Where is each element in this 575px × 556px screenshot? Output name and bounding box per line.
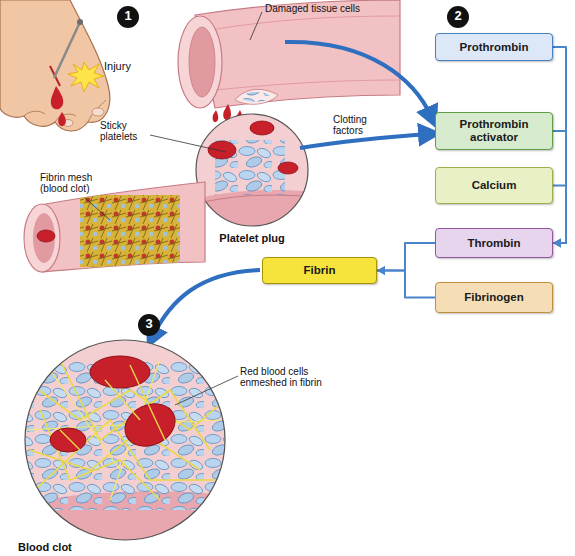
box-label: Prothrombin bbox=[460, 41, 529, 54]
process-box: Prothrombin bbox=[435, 33, 553, 61]
process-arrows-part bbox=[285, 42, 432, 118]
fibrin-mesh-vessel-part bbox=[40, 182, 205, 272]
callout-circles bbox=[117, 6, 469, 336]
platelet-plug-zoom-part bbox=[150, 135, 226, 152]
arrow-head bbox=[377, 266, 385, 275]
flow-connector bbox=[553, 47, 566, 248]
box-label: Calcium bbox=[472, 179, 517, 192]
platelet-plug-zoom-part bbox=[278, 162, 298, 174]
box-label: Fibrinogen bbox=[464, 291, 523, 304]
connector-line bbox=[553, 186, 566, 244]
damaged-vessel-part bbox=[178, 16, 222, 108]
part-label: Fibrin mesh (blood clot) bbox=[40, 172, 120, 194]
platelet-plug-zoom-part bbox=[190, 110, 315, 232]
fibrin-mesh-vessel-part bbox=[37, 230, 55, 242]
damaged-vessel-part bbox=[195, 0, 400, 108]
damaged-vessel-part bbox=[235, 89, 278, 104]
process-box: Fibrin bbox=[262, 257, 377, 284]
fibrin-mesh-vessel-part bbox=[80, 195, 180, 267]
connector-line bbox=[377, 243, 435, 271]
box-label: Thrombin bbox=[467, 237, 520, 250]
blood-clot-zoom-part bbox=[25, 340, 225, 540]
flow-connector bbox=[377, 243, 435, 275]
injury-label: Injury bbox=[104, 60, 154, 72]
box-label: Fibrin bbox=[304, 264, 336, 277]
injured-foot bbox=[0, 0, 110, 131]
process-arrows-part bbox=[300, 134, 430, 148]
connector-line bbox=[553, 131, 566, 243]
arrow-head bbox=[377, 266, 385, 275]
blood-clot-zoom-part bbox=[175, 376, 238, 405]
zoom-caption: Platelet plug bbox=[207, 232, 297, 244]
part-label: Sticky platelets bbox=[100, 120, 155, 142]
part-label: Damaged tissue cells bbox=[265, 3, 395, 14]
process-box: Thrombin bbox=[435, 228, 553, 258]
injured-foot-part bbox=[92, 108, 104, 116]
damaged-vessel-part bbox=[210, 16, 400, 90]
blood-clot-zoom-part bbox=[118, 396, 182, 454]
part-label: Red blood cells enmeshed in fibrin bbox=[240, 366, 332, 388]
callout-number: 1 bbox=[117, 9, 139, 23]
blood-clot-zoom bbox=[20, 335, 238, 545]
process-box: Fibrinogen bbox=[435, 282, 553, 313]
blood-clot-zoom-part bbox=[50, 428, 86, 452]
process-box: Calcium bbox=[435, 167, 553, 204]
fibrin-mesh-vessel-part bbox=[85, 198, 110, 220]
arrow-head bbox=[553, 239, 561, 248]
blood-clot-zoom-part bbox=[20, 335, 230, 545]
blood-clot-zoom-part bbox=[20, 335, 230, 545]
damaged-vessel-part bbox=[189, 27, 215, 97]
platelet-plug-zoom-part bbox=[196, 114, 308, 226]
fibrin-mesh-vessel-part bbox=[24, 204, 60, 272]
callout-circles-part bbox=[117, 6, 139, 28]
callout-number: 3 bbox=[138, 317, 160, 331]
box-label: Prothrombin activator bbox=[440, 118, 548, 144]
injury-star bbox=[68, 62, 104, 92]
damaged-vessel-part bbox=[242, 92, 270, 102]
callout-circles-part bbox=[447, 6, 469, 28]
connector-line bbox=[553, 47, 566, 243]
blood-clot-zoom-part bbox=[60, 365, 165, 450]
injury-star-part bbox=[68, 62, 104, 92]
process-box: Prothrombin activator bbox=[435, 112, 553, 150]
damaged-vessel bbox=[178, 0, 400, 126]
fibrin-mesh-vessel-part bbox=[80, 195, 180, 267]
flow-connector bbox=[553, 131, 566, 248]
flow-connector bbox=[553, 186, 566, 248]
callout-circles-part bbox=[138, 314, 160, 336]
arrow-head bbox=[553, 239, 561, 248]
injured-foot-part bbox=[77, 19, 83, 25]
flow-connector bbox=[377, 266, 435, 298]
injured-foot-part bbox=[0, 0, 110, 131]
platelet-plug-zoom-part bbox=[250, 121, 274, 135]
damaged-vessel-part bbox=[250, 12, 262, 40]
injured-foot-part bbox=[51, 86, 63, 109]
fibrin-mesh-vessel-part bbox=[33, 213, 55, 263]
zoom-caption: Blood clot bbox=[18, 541, 108, 553]
connector-line bbox=[377, 271, 435, 298]
fibrin-mesh-vessel bbox=[24, 182, 205, 272]
blood-clot-zoom-part bbox=[90, 356, 150, 388]
part-label: Clotting factors bbox=[333, 114, 395, 136]
injured-foot-part bbox=[58, 112, 66, 126]
callout-number: 2 bbox=[447, 9, 469, 23]
damaged-vessel-part bbox=[223, 104, 231, 120]
damaged-vessel-part bbox=[213, 110, 219, 122]
process-arrows-part bbox=[152, 270, 260, 338]
arrow-head bbox=[553, 239, 561, 248]
platelet-plug-zoom-part bbox=[208, 141, 236, 159]
